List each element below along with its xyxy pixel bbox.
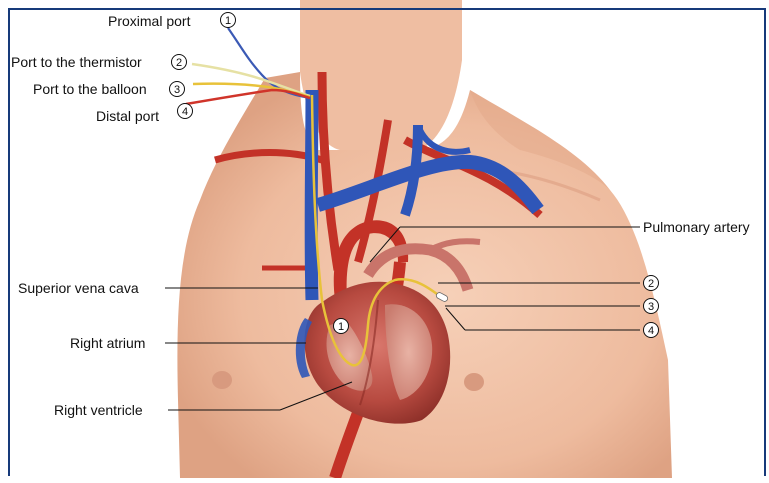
label-balloon-port: Port to the balloon <box>33 81 147 97</box>
svg-text:4: 4 <box>648 325 654 337</box>
marker-1-heart: 1 <box>334 319 349 334</box>
label-right-ventricle: Right ventricle <box>54 402 143 418</box>
svg-text:1: 1 <box>338 321 344 333</box>
label-superior-vena-cava: Superior vena cava <box>18 280 139 296</box>
svg-text:1: 1 <box>225 15 231 27</box>
label-distal-port: Distal port <box>96 108 159 124</box>
marker-4-top: 4 <box>178 104 193 119</box>
svg-text:4: 4 <box>182 106 188 118</box>
svg-text:3: 3 <box>648 301 654 313</box>
marker-3-right: 3 <box>644 299 659 314</box>
svg-text:3: 3 <box>174 84 180 96</box>
label-pulmonary-artery: Pulmonary artery <box>643 219 750 235</box>
label-thermistor-port: Port to the thermistor <box>11 54 142 70</box>
marker-3-top: 3 <box>170 82 185 97</box>
label-proximal-port: Proximal port <box>108 13 191 29</box>
svg-text:2: 2 <box>176 57 182 69</box>
marker-2-right: 2 <box>644 276 659 291</box>
marker-2-top: 2 <box>172 55 187 70</box>
label-right-atrium: Right atrium <box>70 335 145 351</box>
marker-4-right: 4 <box>644 323 659 338</box>
svg-text:2: 2 <box>648 278 654 290</box>
marker-1-top: 1 <box>221 13 236 28</box>
right-nipple <box>464 373 484 391</box>
left-nipple <box>212 371 232 389</box>
